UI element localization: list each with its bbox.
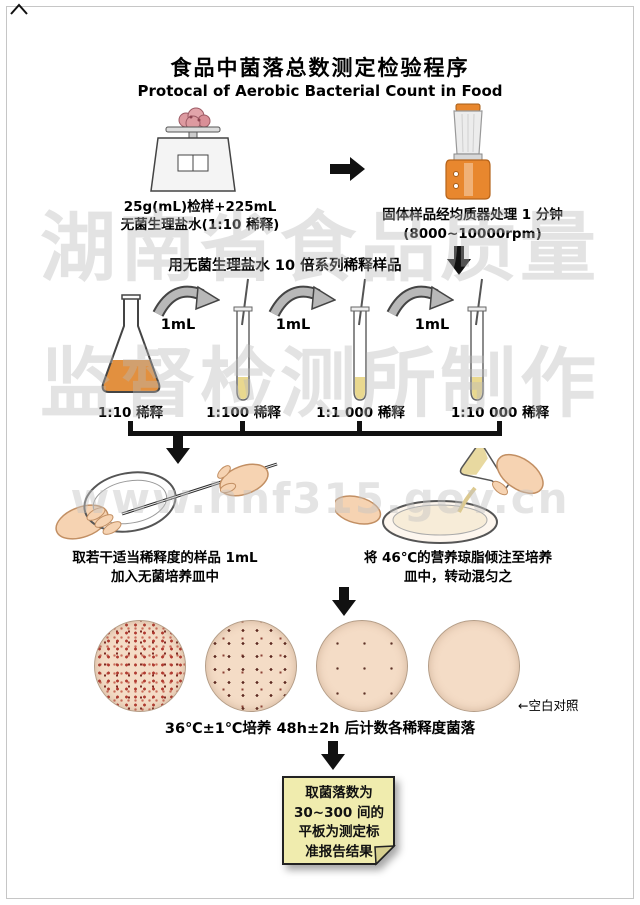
- sampling-label-line1: 25g(mL)检样+225mL: [123, 199, 277, 215]
- note-line1: 取菌落数为: [305, 785, 373, 801]
- curved-arrow-icon: [268, 285, 336, 317]
- down-arrow-icon: [447, 246, 471, 275]
- incubation-caption: 36℃±1℃培养 48h±2h 后计数各稀释度菌落: [164, 721, 476, 737]
- transfer-volume-label: 1mL: [414, 317, 450, 333]
- pouring-flask-icon: [459, 448, 513, 491]
- dilution-label: 1:10 稀释: [97, 405, 164, 421]
- plating-left-caption-line2: 加入无菌培养皿中: [111, 569, 219, 585]
- blank-control-label: ←空白对照: [518, 698, 579, 713]
- petri-dish-blank-control: [428, 620, 520, 712]
- plating-left-caption-line1: 取若干适当稀释度的样品 1mL: [72, 550, 258, 566]
- blender-lid: [455, 103, 481, 112]
- erlenmeyer-flask-icon: [101, 294, 161, 393]
- petri-dish-dense-colonies: [94, 620, 186, 712]
- dilution-label: 1:10 000 稀释: [450, 405, 550, 421]
- transfer-volume-label: 1mL: [160, 317, 196, 333]
- blender-button: [453, 171, 459, 177]
- dilution-heading: 用无菌生理盐水 10 倍系列稀释样品: [168, 258, 402, 274]
- note-paper: [282, 776, 396, 866]
- connector-line: [128, 421, 133, 432]
- dilution-label: 1:100 稀释: [206, 405, 281, 421]
- scale-illustration: [150, 107, 236, 192]
- petri-dish-medium-colonies: [205, 620, 297, 712]
- plating-right-caption-line2: 皿中，转动混匀之: [404, 569, 512, 585]
- page-subtitle: Protocal of Aerobic Bacterial Count in F…: [137, 82, 503, 100]
- note-line4: 准报告结果: [305, 843, 373, 860]
- pipette-icon: [358, 278, 366, 326]
- pouring-hands-illustration: [335, 448, 544, 544]
- connector-line: [240, 421, 245, 432]
- transfer-volume-label: 1mL: [275, 317, 311, 333]
- agar-stream: [457, 486, 477, 513]
- down-arrow-icon: [332, 587, 356, 616]
- right-arrow-icon: [330, 157, 365, 181]
- pipette-icon: [475, 278, 483, 326]
- note-line2: 30~300 间的: [294, 804, 384, 821]
- homogenize-label-line2: (8000~10000rpm): [403, 226, 542, 242]
- sampling-label-line2: 无菌生理盐水(1:10 稀释): [120, 217, 280, 233]
- down-arrow-icon: [321, 741, 345, 770]
- down-arrow-icon: [166, 435, 190, 464]
- blender-base: [445, 159, 491, 200]
- test-tube-icon: [350, 278, 370, 401]
- blender-button: [453, 183, 459, 189]
- result-note: 取菌落数为 30~300 间的 平板为测定标 准报告结果: [282, 776, 396, 866]
- homogenize-label-line1: 固体样品经均质器处理 1 分钟: [382, 207, 563, 223]
- page-title: 食品中菌落总数测定检验程序: [170, 56, 470, 80]
- curved-arrow-icon: [386, 285, 454, 317]
- curved-arrow-icon: [152, 285, 220, 317]
- blender-illustration: [445, 103, 491, 200]
- petri-dish-outline: [83, 471, 177, 533]
- connector-line: [128, 431, 502, 436]
- note-line3: 平板为测定标: [298, 824, 380, 840]
- pipette-icon: [241, 278, 249, 326]
- corner-mark: [10, 3, 28, 15]
- test-tube-icon: [467, 278, 487, 401]
- test-tube-icon: [233, 278, 253, 401]
- dilution-label: 1:1 000 稀释: [316, 405, 405, 421]
- pipette-hands-illustration: [55, 462, 278, 540]
- scale-platform: [165, 126, 221, 133]
- plating-right-caption-line1: 将 46℃的营养琼脂倾注至培养: [363, 550, 553, 566]
- connector-line: [497, 421, 502, 432]
- connector-line: [357, 421, 362, 432]
- note-fold-corner: [374, 845, 396, 866]
- petri-dish-sparse-colonies: [316, 620, 408, 712]
